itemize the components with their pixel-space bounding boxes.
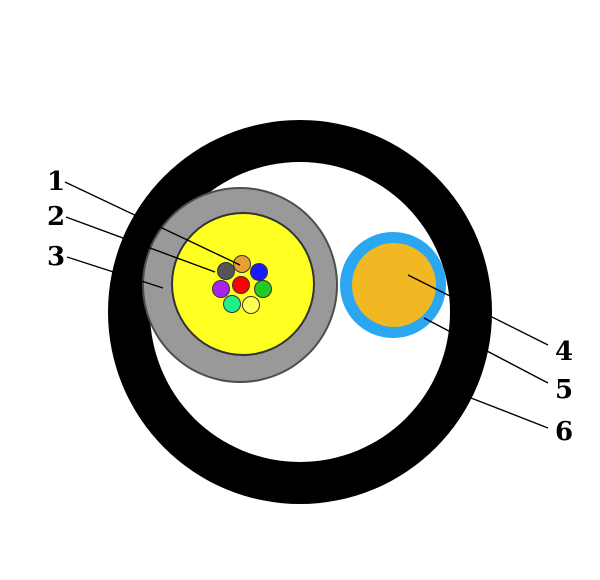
optical-fibers (212, 255, 272, 314)
leader-line-2 (65, 216, 216, 273)
fiber-yellow (242, 296, 260, 314)
leader-line-4 (407, 274, 549, 346)
callout-4: 4 (555, 337, 573, 367)
leader-line-6 (470, 397, 549, 429)
strength-member-core (352, 243, 436, 327)
fiber-red (232, 276, 250, 294)
fiber-orange (233, 255, 251, 273)
fiber-light-green (223, 295, 241, 313)
leader-line-1 (64, 181, 241, 266)
fiber-purple (212, 280, 230, 298)
leader-line-3 (66, 256, 164, 289)
fiber-blue (250, 263, 268, 281)
fiber-green (254, 280, 272, 298)
callout-2: 2 (47, 202, 65, 232)
callout-3: 3 (47, 242, 65, 272)
callout-1: 1 (47, 167, 65, 197)
callout-6: 6 (555, 417, 573, 447)
fiber-gray (217, 262, 235, 280)
callout-5: 5 (555, 375, 573, 405)
leader-line-5 (423, 317, 549, 384)
